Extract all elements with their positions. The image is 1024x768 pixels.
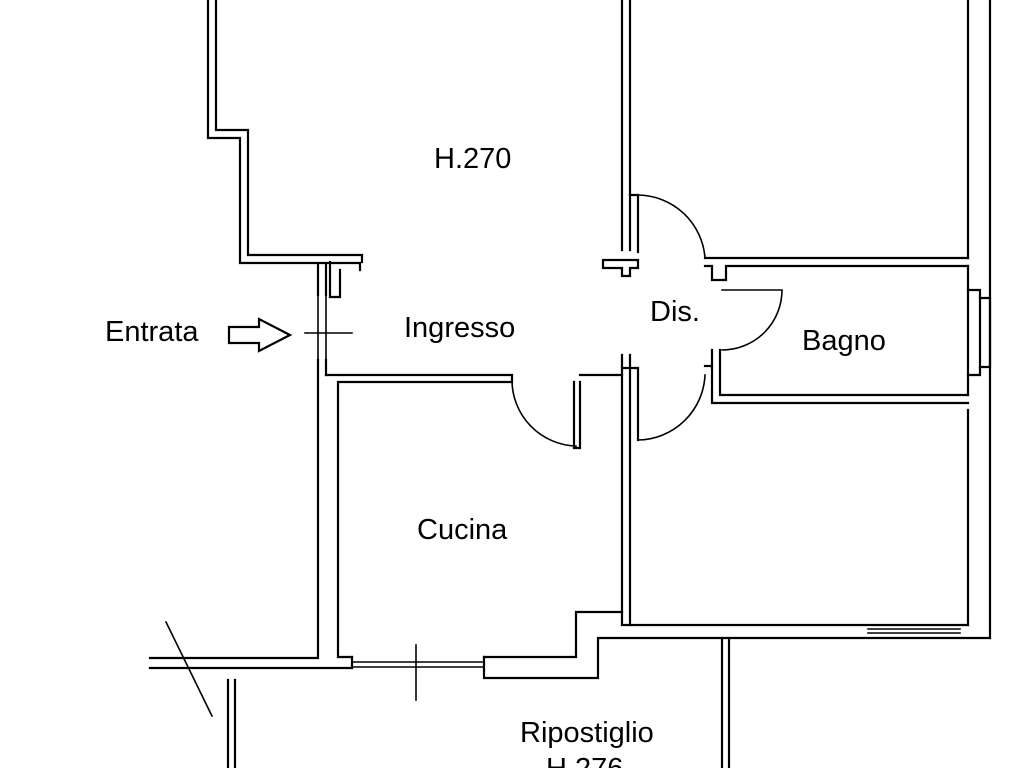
central-partition (601, 0, 970, 627)
bathroom-walls (703, 256, 992, 405)
section-cut (164, 620, 214, 718)
entrance-label: Entrata (105, 316, 199, 348)
kitchen-label: Cucina (417, 514, 508, 546)
kitchen-bottom-wall (148, 610, 992, 701)
bathroom-label: Bagno (802, 325, 886, 357)
outer-wall-upper-left (206, 0, 364, 272)
kitchen-top-wall (324, 373, 624, 659)
hall-label: Ingresso (404, 312, 515, 344)
storage-label: Ripostiglio (520, 717, 654, 749)
corridor-label: Dis. (650, 296, 700, 328)
right-outer-walls (867, 0, 992, 640)
corridor-doors (637, 194, 706, 441)
height-label-storage: H.276 (546, 753, 623, 768)
bathroom-door (721, 289, 783, 351)
entrance-door (304, 294, 353, 361)
kitchen-door (511, 379, 577, 447)
height-label-main: H.270 (434, 143, 511, 175)
right-arrow-icon (227, 317, 293, 353)
storage-walls (226, 638, 731, 768)
hall-left-wall (148, 260, 342, 660)
